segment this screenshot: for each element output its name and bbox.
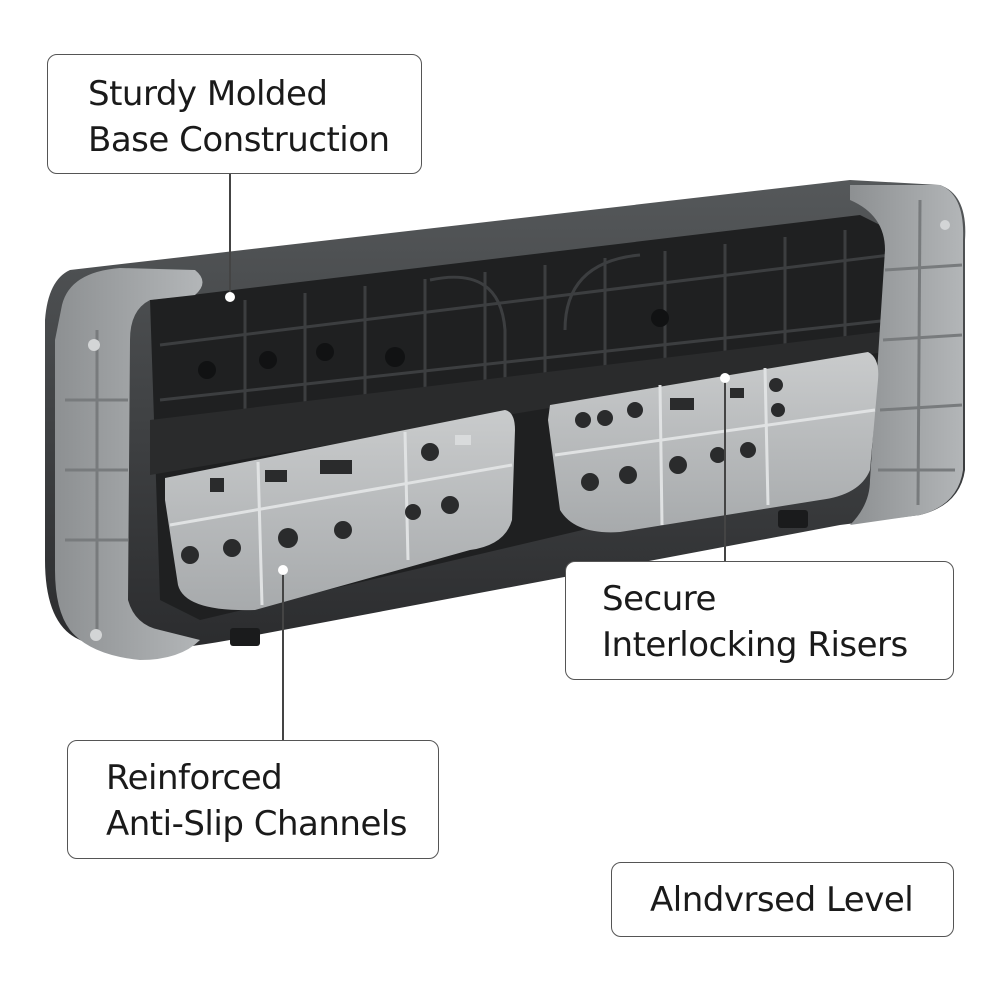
left-end-cap [55,268,203,660]
callout-line: Secure [602,579,716,619]
right-riser [548,352,879,533]
center-beam [150,330,895,475]
right-riser-holes [575,378,785,491]
callout-line: Interlocking Risers [602,625,908,665]
callout-line: Reinforced [106,758,283,798]
inner-holes [198,309,669,379]
callout-reinforced-anti-slip: Reinforced Anti-Slip Channels [67,740,439,859]
left-riser-ribs [169,431,513,606]
leader-lines [229,174,726,740]
callout-line: Anti-Slip Channels [106,804,408,844]
base-clip [230,628,260,646]
callout-level: Alndvrsed Level [611,862,954,937]
right-riser-ribs [554,367,876,526]
callout-line: Sturdy Molded [88,74,328,114]
leader-dots [225,292,730,575]
callout-secure-interlocking-risers: Secure Interlocking Risers [565,561,954,680]
base-clip [778,510,808,528]
right-end-cap [850,185,964,525]
left-cap-ribs [65,330,128,635]
right-cap-screw [940,220,950,230]
left-cap-screw [88,339,100,351]
left-riser-holes [181,435,471,564]
right-cap-ribs [878,199,963,506]
left-cap-screw [90,629,102,641]
callout-sturdy-molded-base: Sturdy Molded Base Construction [47,54,422,174]
callout-line: Base Construction [88,120,390,160]
callout-line: Alndvrsed Level [650,880,914,920]
